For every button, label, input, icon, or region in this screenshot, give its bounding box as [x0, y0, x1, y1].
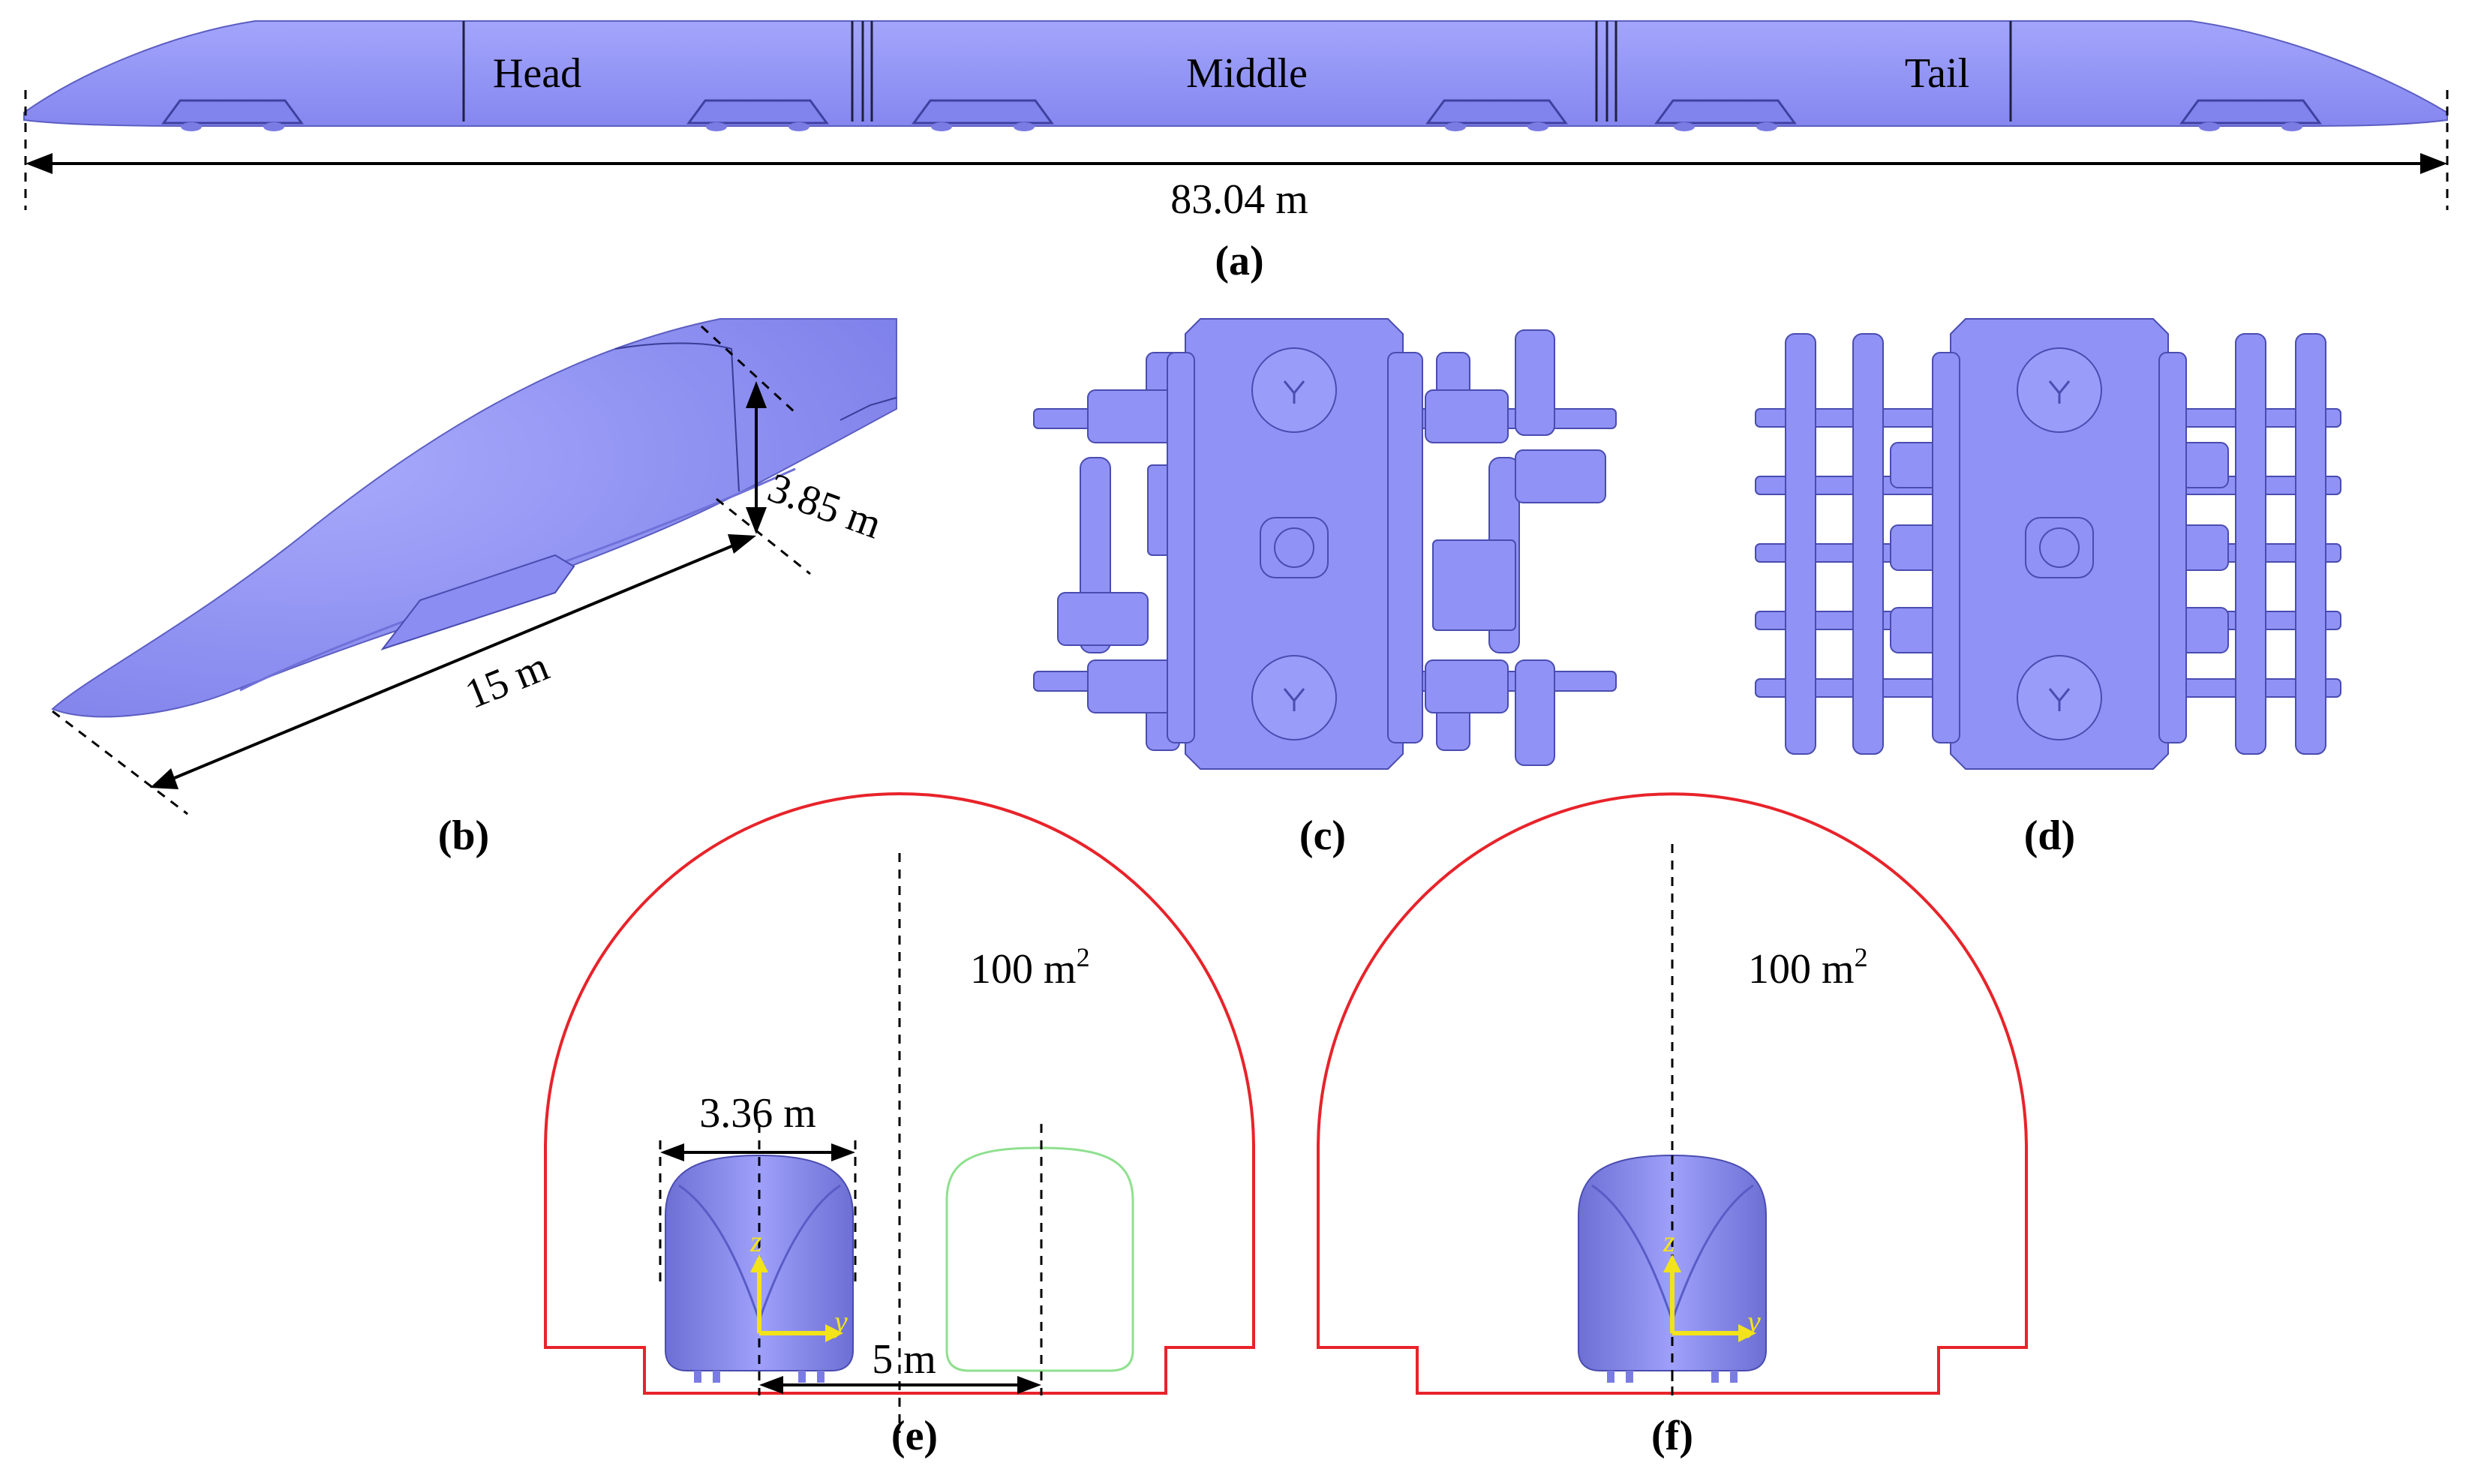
- panel-a: Head Middle Tail 83.04 m (a): [23, 20, 2449, 284]
- bogie-fairings: [161, 99, 2322, 125]
- axes-e: [750, 1254, 843, 1342]
- axis-y-f: y: [1744, 1305, 1761, 1338]
- height-label: 3.85 m: [762, 464, 888, 548]
- caption-f: (f): [1651, 1413, 1693, 1459]
- bogie-c-suspension: [1057, 389, 1606, 713]
- length-label: 83.04 m: [1170, 176, 1308, 223]
- offset-dimension: [759, 1376, 1041, 1394]
- caption-b: (b): [438, 813, 489, 859]
- panel-c: [1033, 318, 1617, 770]
- train-body: [23, 20, 2448, 127]
- panel-f: z y 100 m2 (f): [1317, 792, 2028, 1459]
- width-dimension: [659, 1140, 857, 1283]
- section-dividers: [462, 21, 2012, 122]
- offset-label: 5 m: [872, 1336, 936, 1383]
- axis-z-e: z: [749, 1224, 762, 1258]
- opposite-track-outline: [945, 1146, 1134, 1372]
- panel-b: 3.85 m 15 m (b): [51, 318, 897, 859]
- tunnel-outline-f: [1317, 792, 2028, 1395]
- area-label-f: 100 m2: [1748, 942, 1868, 993]
- caption-d: (d): [2024, 813, 2075, 859]
- area-label-e: 100 m2: [970, 942, 1090, 993]
- panel-d: [1755, 318, 2341, 770]
- label-head: Head: [493, 50, 581, 97]
- width-label: 3.36 m: [699, 1090, 816, 1137]
- label-middle: Middle: [1186, 50, 1308, 97]
- wheels: [181, 122, 2302, 131]
- label-tail: Tail: [1905, 50, 1969, 97]
- area-sup-e: 2: [1077, 942, 1090, 972]
- tunnel-outline-e: [544, 792, 1255, 1395]
- height-dimension: [700, 325, 811, 575]
- side-skirt: [380, 554, 575, 650]
- nose-length-dimension: [52, 534, 756, 816]
- head-car-nose: [51, 318, 897, 718]
- axes-f: [1663, 1254, 1756, 1342]
- bogie-d-wheelsets: [1785, 333, 2326, 755]
- area-sup-f: 2: [1855, 942, 1868, 972]
- axis-z-f: z: [1663, 1224, 1675, 1258]
- gearbox-c-right: [1432, 539, 1516, 631]
- caption-a: (a): [1215, 238, 1263, 284]
- axis-y-e: y: [831, 1305, 848, 1338]
- panel-e: 3.36 m 5 m z y 100 m2 (e): [544, 792, 1255, 1459]
- caption-c: (c): [1299, 813, 1346, 859]
- caption-e: (e): [891, 1413, 938, 1459]
- length-dimension: [24, 90, 2449, 210]
